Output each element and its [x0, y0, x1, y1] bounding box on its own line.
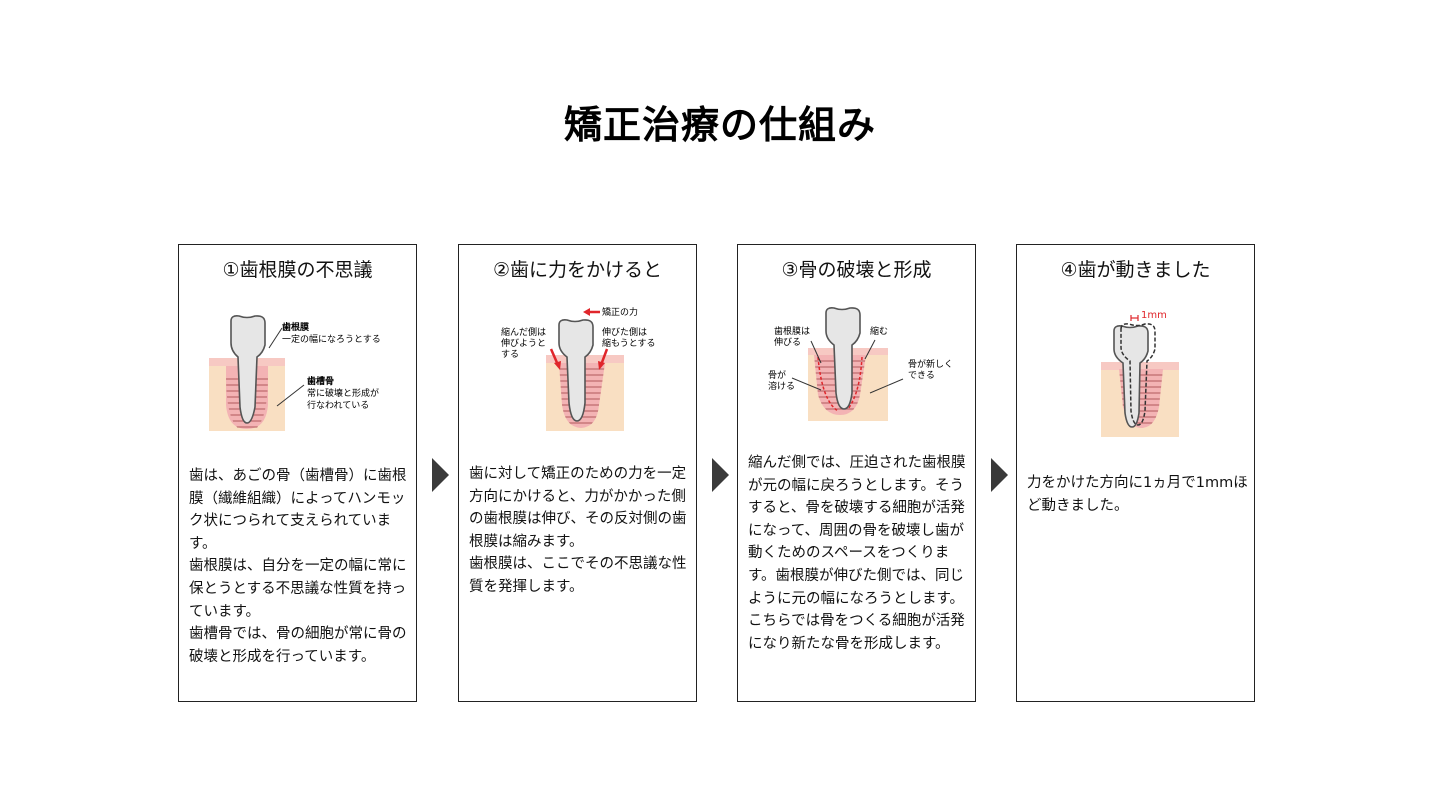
paragraph: 縮んだ側では、圧迫された歯根膜が元の幅に戻ろうとします。そうすると、骨を破壊する… — [748, 455, 966, 652]
tooth-illustration-2: 矯正の力 縮んだ側は 伸びようと する 伸びた側は 縮もうとする — [501, 306, 655, 431]
label-ligament-stretch-2: 伸びる — [774, 336, 801, 348]
paragraph: 力をかけた方向に1ヵ月で1mmほど動きました。 — [1027, 475, 1248, 514]
label-ligament: 歯根膜 — [282, 321, 310, 333]
label-bone-desc-1: 常に破壊と形成が — [307, 387, 379, 399]
label-distance: 1mm — [1141, 310, 1167, 321]
tooth-illustration-1: 歯根膜 一定の幅になろうとする 歯槽骨 常に破壊と形成が 行なわれている — [209, 315, 381, 431]
label-bone-form-2: できる — [908, 370, 935, 381]
next-step-arrow-icon — [712, 458, 729, 492]
card-body: 縮んだ側では、圧迫された歯根膜が元の幅に戻ろうとします。そうすると、骨を破壊する… — [748, 452, 970, 655]
paragraph: 歯根膜は、ここでその不思議な性質を発揮します。 — [469, 556, 687, 595]
paragraph: 歯に対して矯正のための力を一定方向にかけると、力がかかった側の歯根膜は伸び、その… — [469, 466, 687, 550]
paragraph: 歯は、あごの骨（歯槽骨）に歯根膜（繊維組織）によってハンモック状につられて支えら… — [189, 468, 407, 552]
card-body: 力をかけた方向に1ヵ月で1mmほど動きました。 — [1027, 472, 1249, 517]
page-title: 矯正治療の仕組み — [563, 103, 876, 147]
label-stretched-2: 縮もうとする — [602, 337, 655, 349]
moved-tooth-outline — [1120, 323, 1156, 426]
next-step-arrow-icon — [991, 458, 1008, 492]
label-compressed-3: する — [501, 349, 519, 360]
step-card-1: ①歯根膜の不思議 歯根膜 一定の幅になろうとする 歯槽骨 常に破壊と形成が 行な… — [178, 244, 417, 702]
label-stretched-1: 伸びた側は — [602, 326, 647, 338]
card-title: ③骨の破壊と形成 — [781, 259, 932, 281]
card-body: 歯は、あごの骨（歯槽骨）に歯根膜（繊維組織）によってハンモック状につられて支えら… — [189, 465, 411, 668]
next-step-arrow-icon — [432, 458, 449, 492]
paragraph: 歯槽骨では、骨の細胞が常に骨の破壊と形成を行っています。 — [189, 626, 407, 665]
step-card-3: ③骨の破壊と形成 歯根膜は 伸びる 縮む 骨が 溶ける 骨が新しく できる 縮ん… — [737, 244, 976, 702]
label-bone-dissolve-2: 溶ける — [768, 380, 795, 392]
label-shrink: 縮む — [870, 325, 888, 337]
tooth-illustration-4: 1mm — [1101, 310, 1179, 437]
label-alveolar-bone: 歯槽骨 — [307, 375, 334, 387]
step-card-4: ④歯が動きました 1mm 力をかけた方向に1ヵ月で1mmほど動きました。 — [1016, 244, 1255, 702]
label-force: 矯正の力 — [602, 306, 638, 318]
card-title: ④歯が動きました — [1060, 259, 1211, 281]
label-compressed-1: 縮んだ側は — [501, 326, 546, 338]
tooth-illustration-3: 歯根膜は 伸びる 縮む 骨が 溶ける 骨が新しく できる — [768, 307, 953, 421]
tooth — [1113, 325, 1149, 428]
tooth — [230, 315, 266, 424]
label-bone-dissolve-1: 骨が — [768, 369, 786, 381]
tooth — [825, 307, 861, 410]
tooth — [558, 319, 594, 422]
card-title: ②歯に力をかけると — [492, 259, 663, 281]
step-card-2: ②歯に力をかけると 矯正の力 縮んだ側は 伸びようと する 伸びた側は 縮もうと… — [458, 244, 697, 702]
card-title: ①歯根膜の不思議 — [222, 259, 373, 281]
label-compressed-2: 伸びようと — [501, 337, 546, 349]
paragraph: 歯根膜は、自分を一定の幅に常に保とうとする不思議な性質を持っています。 — [189, 558, 407, 620]
label-ligament-desc: 一定の幅になろうとする — [282, 333, 381, 345]
label-ligament-stretch-1: 歯根膜は — [774, 325, 810, 337]
card-body: 歯に対して矯正のための力を一定方向にかけると、力がかかった側の歯根膜は伸び、その… — [469, 463, 691, 599]
label-bone-desc-2: 行なわれている — [307, 399, 369, 411]
label-bone-form-1: 骨が新しく — [908, 358, 953, 370]
